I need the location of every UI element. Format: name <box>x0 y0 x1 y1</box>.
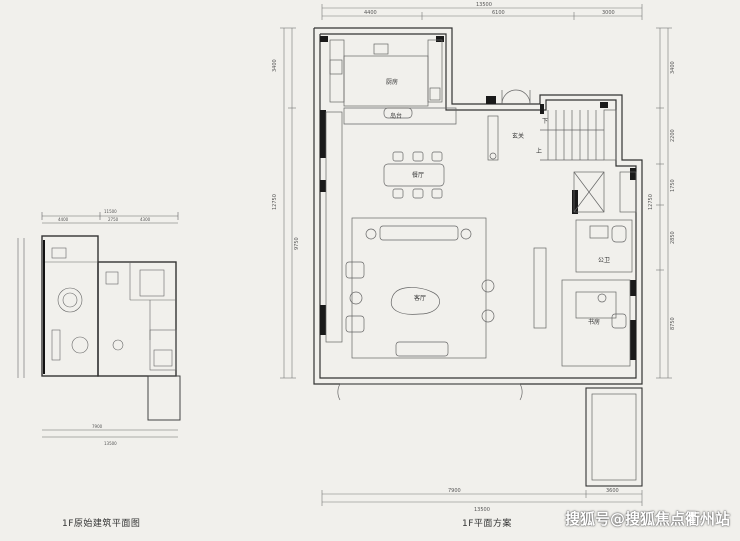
dim-left-a: 3400 <box>272 59 278 72</box>
small-dim-bottom-total: 13500 <box>104 441 117 446</box>
original-plan <box>17 212 181 438</box>
dim-top-total: 13500 <box>476 2 492 8</box>
dining-table <box>383 163 445 187</box>
dim-right-total: 12750 <box>648 194 654 210</box>
small-round-table <box>57 287 83 313</box>
terrace-box <box>585 387 643 487</box>
dim-bottom-a: 7900 <box>448 488 461 494</box>
living-rug <box>351 217 487 359</box>
coffee-table <box>390 287 440 315</box>
entrance-stairs <box>487 89 617 213</box>
small-dim-bottom-a: 7900 <box>92 424 103 429</box>
dim-top-c: 3000 <box>602 10 615 16</box>
stair-label-up: 上 <box>536 147 542 155</box>
living-area <box>345 217 547 359</box>
dim-top-b: 6100 <box>492 10 505 16</box>
room-label-living: 客厅 <box>414 294 426 302</box>
stair-label-down: 下 <box>542 118 548 125</box>
main-plan: 厨房 岛台 玄关 下 上 <box>58 2 676 513</box>
small-dim-top-a: 4400 <box>58 217 69 222</box>
small-outer-wall-right <box>97 261 177 377</box>
dim-bottom-b: 3600 <box>606 488 619 494</box>
dimension-left <box>280 27 296 379</box>
outer-walls <box>313 27 643 385</box>
dining-area <box>325 111 445 343</box>
dim-left-total: 12750 <box>272 194 278 210</box>
dim-right-b: 2200 <box>670 129 676 142</box>
room-label-study: 书房 <box>588 318 600 326</box>
small-terrace <box>147 375 181 421</box>
dimension-right <box>656 27 672 379</box>
dimension-labels: 13500 4400 6100 3000 7900 3600 13500 340… <box>272 2 676 513</box>
wall-blocks <box>320 36 636 360</box>
small-outer-wall-left <box>41 235 99 377</box>
room-label-bath: 公卫 <box>598 257 610 264</box>
kitchen-area <box>329 39 457 125</box>
bath-room <box>575 219 633 273</box>
room-label-kitchen: 厨房 <box>386 78 398 86</box>
room-label-island: 岛台 <box>390 112 402 120</box>
dim-right-a: 3400 <box>670 61 676 74</box>
room-label-entrance: 玄关 <box>512 132 524 140</box>
dimension-top <box>321 4 643 20</box>
small-dim-top-c: 4300 <box>140 217 151 222</box>
caption-original-plan: 1F原始建筑平面图 <box>62 519 141 529</box>
small-dim-top-b: 2750 <box>108 217 119 222</box>
dim-right-c: 1750 <box>670 179 676 192</box>
dimension-bottom <box>321 490 643 506</box>
dim-right-d: 2850 <box>670 231 676 244</box>
room-label-dining: 餐厅 <box>412 171 424 179</box>
sofa <box>379 225 459 241</box>
study-area <box>561 279 631 367</box>
south-terrace <box>337 383 643 487</box>
small-dimension-labels: 11500 4400 2750 4300 7900 13500 <box>58 209 151 446</box>
watermark: 搜狐号@搜狐焦点衢州站 <box>564 510 730 528</box>
dim-top-a: 4400 <box>364 10 377 16</box>
dim-bottom-total: 13500 <box>474 507 490 513</box>
study-room <box>561 279 631 367</box>
small-dim-top-total: 11500 <box>104 209 117 214</box>
dim-left-b: 9750 <box>294 237 300 250</box>
dim-right-e: 8750 <box>670 317 676 330</box>
bathroom-area <box>575 171 637 273</box>
caption-new-plan: 1F平面方案 <box>462 519 512 529</box>
